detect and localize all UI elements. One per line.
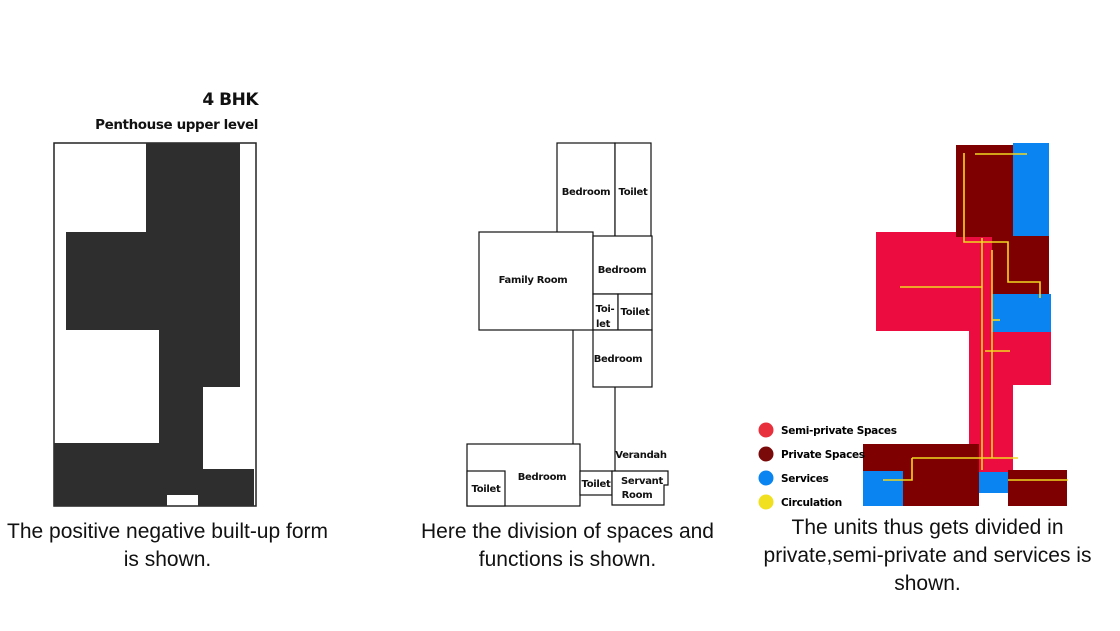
legend-label-semi-private: Semi-private Spaces [781, 425, 897, 437]
label-servant-1: Servant [621, 476, 664, 487]
room-bedroom-mid [592, 235, 653, 295]
zone-private-bottom-right [1008, 470, 1067, 506]
label-verandah: Verandah [615, 450, 667, 461]
zone-service-top [1013, 143, 1049, 236]
legend-label-services: Services [781, 473, 829, 485]
legend-label-private: Private Spaces [781, 449, 865, 461]
room-bedroom-top [556, 142, 616, 238]
label-bedroom-mid: Bedroom [598, 265, 647, 276]
zone-private-top [956, 145, 1013, 237]
zoning-legend: Semi-private Spaces Private Spaces Servi… [758, 422, 897, 510]
legend-swatch-private [758, 446, 774, 462]
room-toilet-bottom-left [466, 470, 506, 507]
room-toilet-mid [617, 293, 653, 331]
zone-semi-private-bedroom [992, 332, 1051, 385]
label-toilet-mid: Toilet [621, 307, 651, 318]
label-servant-2: Room [622, 490, 653, 501]
legend-swatch-semi-private [758, 422, 774, 438]
circulation-paths [883, 153, 1068, 481]
zone-service-bottom-left [863, 471, 903, 506]
figure-title: 4 BHK [202, 90, 258, 110]
label-bedroom-top: Bedroom [562, 187, 611, 198]
caption-built-up-form: The positive negative built-up form is s… [7, 520, 328, 571]
caption-zoning: The units thus gets divided in private,s… [763, 516, 1092, 595]
zone-service-bottom-mid [979, 472, 1008, 493]
label-toilet-bottom-mid: Toilet [582, 479, 612, 490]
label-family-room: Family Room [499, 275, 568, 286]
caption-space-division: Here the division of spaces and function… [420, 520, 714, 571]
built-up-form-diagram [53, 142, 257, 507]
legend-label-circulation: Circulation [781, 497, 842, 509]
floor-plan-labels: Bedroom Toilet Family Room Bedroom Toi- … [472, 187, 668, 501]
legend-swatch-circulation [758, 494, 774, 510]
zoning-diagram [863, 143, 1068, 506]
floor-plan-diagram [466, 142, 669, 507]
legend-swatch-services [758, 470, 774, 486]
label-bedroom-bottom: Bedroom [518, 472, 567, 483]
room-toilet-top [614, 142, 652, 238]
room-toilet-bottom-mid [579, 470, 613, 496]
room-servant [611, 470, 669, 506]
label-toilet-top: Toilet [619, 187, 649, 198]
label-bedroom-lower: Bedroom [594, 354, 643, 365]
circulation-line-bottom-left [883, 458, 913, 481]
label-toilet-split-1: Toi- [596, 304, 615, 315]
room-bedroom-lower [592, 329, 653, 388]
label-toilet-bottom-left: Toilet [472, 484, 502, 495]
figure-subtitle: Penthouse upper level [95, 117, 258, 133]
room-family-room [478, 231, 594, 331]
zone-service-mid [992, 294, 1051, 332]
built-up-mass [54, 143, 254, 506]
label-toilet-split-2: let [596, 319, 611, 330]
circulation-line-top [963, 153, 1041, 298]
